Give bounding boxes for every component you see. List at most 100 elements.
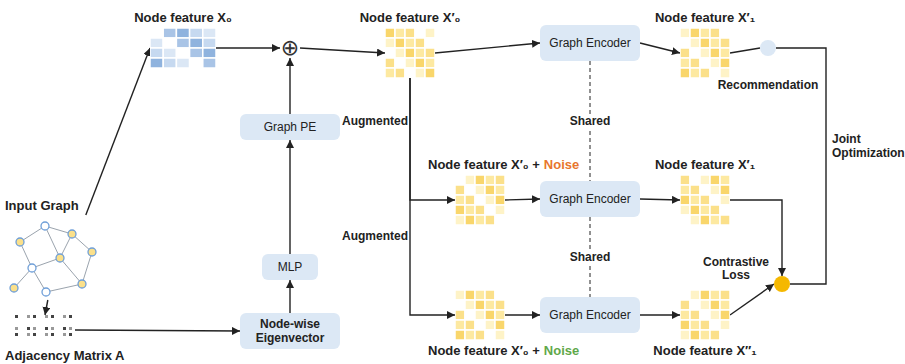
matrix-cell [190,58,203,68]
matrix-cell [405,38,415,48]
matrix-cell [720,205,730,215]
matrix-cell [690,68,700,78]
process-box: MLP [262,254,318,280]
matrix-cell [465,205,475,215]
matrix-cell [203,58,216,68]
node-text: Node feature X′₀ + [428,343,540,358]
node-text: Recommendation [718,78,819,92]
node-heading: Input Graph [5,198,79,213]
matrix-cell [425,68,435,78]
matrix-cell [700,38,710,48]
matrix-cell [700,290,710,300]
matrix-cell [700,58,710,68]
matrix-cells [455,175,505,225]
matrix-cell [720,195,730,205]
adjacency-cell [33,333,36,336]
connector-arrow [86,48,150,215]
matrix-cell [495,290,505,300]
node-heading: Node feature X′₀ + Noise [428,343,579,358]
matrix-cell [720,215,730,225]
matrix-cell [700,300,710,310]
connector-arrow [75,330,240,331]
adjacency-cell [15,333,18,336]
matrix-cell [680,290,690,300]
feature-matrix: Node feature X′₀ [385,28,435,78]
matrix-cell [395,28,405,38]
matrix-cell [710,310,720,320]
matrix-cell [475,320,485,330]
matrix-cell [190,48,203,58]
adjacency-pattern [15,315,75,345]
matrix-cell [700,48,710,58]
matrix-cell [465,185,475,195]
connector-arrow [410,78,455,200]
adjacency-cell [27,327,30,330]
node-heading: Node feature X″₁ [653,343,756,358]
adjacency-cell [33,315,36,318]
matrix-cells [680,175,730,225]
matrix-cell [700,215,710,225]
matrix-cell [690,330,700,340]
matrix-cell [415,28,425,38]
matrix-cell [425,28,435,38]
edge-label: Shared [568,250,613,264]
matrix-cell [203,28,216,38]
matrix-cell [495,175,505,185]
adjacency-cell [51,315,54,318]
output-node: Recommendation [760,40,776,56]
adjacency-cell [63,327,66,330]
matrix-cell [163,38,176,48]
encoder-box: Graph Encoder [540,297,640,333]
matrix-cell [690,195,700,205]
matrix-cell [690,320,700,330]
matrix-cell [176,58,189,68]
node-heading: Adjacency Matrix A [5,348,124,363]
matrix-cell [680,205,690,215]
annotation-label: Augmented [342,114,408,128]
connector-arrow [410,78,455,315]
feature-matrix: Node feature X′₀ +Noise [455,290,505,340]
annotation-label: Augmented [342,229,408,243]
node-heading: Node feature X′₀ [360,10,461,25]
adjacency-cell [27,333,30,336]
matrix-cell [495,320,505,330]
matrix-cell [680,310,690,320]
node-heading: Node feature X′₁ [655,10,755,25]
matrix-cell [710,58,720,68]
matrix-cells [680,290,730,340]
adjacency-cell [69,333,72,336]
matrix-cell [465,320,475,330]
matrix-cell [475,175,485,185]
matrix-cell [455,205,465,215]
matrix-cell [395,38,405,48]
node-heading: Contrastive Loss [700,256,772,282]
connector-arrow [289,280,290,313]
node-text: Node feature X″₁ [653,343,756,358]
matrix-cell [203,38,216,48]
node-text: Node feature X′₁ [655,10,755,25]
matrix-cell [710,195,720,205]
matrix-cell [485,330,495,340]
adjacency-cell [63,315,66,318]
matrix-cells [150,28,216,68]
matrix-cell [385,28,395,38]
matrix-cell [495,215,505,225]
connector-arrow [289,58,290,114]
connector-arrow [300,48,385,53]
matrix-cell [720,175,730,185]
matrix-cell [485,195,495,205]
adjacency-cell [63,333,66,336]
matrix-cell [475,300,485,310]
matrix-cell [485,205,495,215]
matrix-cell [150,48,163,58]
matrix-cell [720,310,730,320]
connector-arrow [505,199,540,200]
matrix-cell [710,320,720,330]
graph-vertices [10,222,96,296]
node-text: Noise [544,343,579,358]
matrix-cell [710,175,720,185]
matrix-cell [680,28,690,38]
matrix-cell [700,185,710,195]
matrix-cell [485,310,495,320]
matrix-cell [475,195,485,205]
